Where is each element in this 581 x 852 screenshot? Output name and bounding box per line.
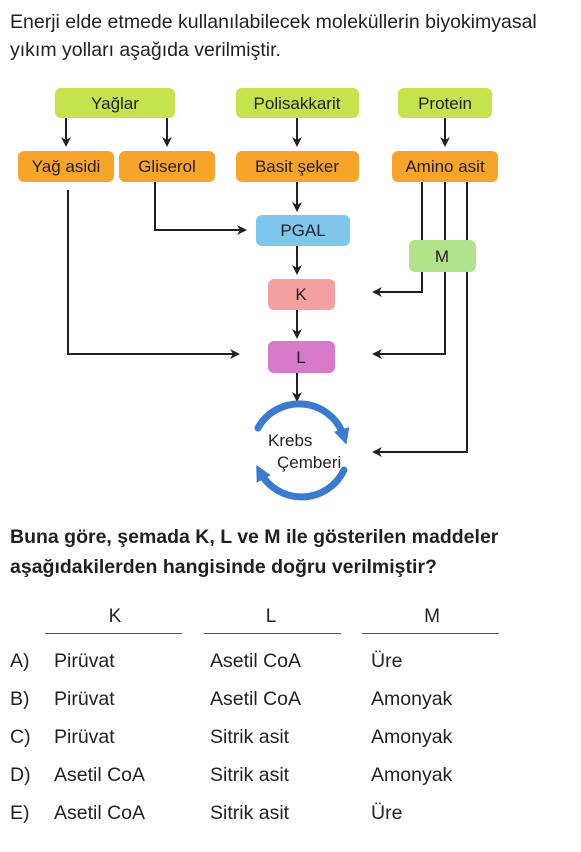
node-pgal: PGAL	[256, 215, 350, 246]
svg-text:M: M	[435, 247, 449, 266]
node-k: K	[268, 279, 335, 310]
cycle-arrow-top	[254, 400, 350, 445]
arrow-yagasidi-l	[67, 190, 240, 359]
arrow-m-l	[372, 272, 446, 359]
column-header-k: K	[108, 606, 122, 627]
option-letter: E)	[10, 802, 30, 824]
option-letter: A)	[10, 650, 30, 672]
option-d[interactable]: D) Asetil CoA Sitrik asit Amonyak	[10, 756, 570, 794]
node-basit-seker: Basit şeker	[236, 151, 359, 182]
question-text: Buna göre, şemada K, L ve M ile gösteril…	[10, 526, 499, 578]
option-k-value: Pirüvat	[54, 726, 115, 748]
option-b[interactable]: B) Pirüvat Asetil CoA Amonyak	[10, 680, 570, 718]
option-m-value: Amonyak	[371, 688, 453, 710]
option-l-value: Asetil CoA	[210, 688, 302, 710]
arrow-aminoasit-k	[372, 182, 423, 297]
option-letter: D)	[10, 764, 31, 786]
svg-text:Protein: Protein	[418, 94, 472, 113]
node-yaglar: Yağlar	[55, 88, 175, 118]
svg-text:PGAL: PGAL	[280, 221, 325, 240]
node-gliserol: Gliserol	[119, 151, 215, 182]
svg-text:L: L	[296, 348, 305, 367]
option-e[interactable]: E) Asetil CoA Sitrik asit Üre	[10, 794, 570, 832]
option-letter: B)	[10, 688, 30, 710]
cycle-arrow-bottom	[256, 464, 348, 501]
option-c[interactable]: C) Pirüvat Sitrik asit Amonyak	[10, 718, 570, 756]
svg-text:Çemberi: Çemberi	[277, 453, 341, 472]
node-yag-asidi: Yağ asidi	[18, 151, 114, 182]
option-letter: C)	[10, 726, 31, 748]
option-m-value: Üre	[371, 650, 403, 672]
option-k-value: Pirüvat	[54, 688, 115, 710]
arrow-gliserol-pgal	[154, 182, 247, 235]
arrow-aminoasit-krebs	[372, 182, 468, 457]
svg-text:K: K	[295, 285, 307, 304]
option-m-value: Amonyak	[371, 764, 453, 786]
option-k-value: Asetil CoA	[54, 802, 146, 824]
column-header-l: L	[265, 606, 277, 627]
node-protein: Protein	[398, 88, 492, 118]
option-a[interactable]: A) Pirüvat Asetil CoA Üre	[10, 642, 570, 680]
option-m-value: Amonyak	[371, 726, 453, 748]
svg-text:Polisakkarit: Polisakkarit	[254, 94, 341, 113]
column-rule-l	[204, 633, 341, 634]
option-l-value: Sitrik asit	[210, 802, 290, 824]
svg-text:Amino asit: Amino asit	[405, 157, 485, 176]
svg-text:Yağlar: Yağlar	[91, 94, 139, 113]
node-amino-asit: Amino asit	[392, 151, 498, 182]
intro-text: Enerji elde etmede kullanılabilecek mole…	[10, 11, 537, 61]
node-m: M	[409, 240, 476, 272]
column-rule-k	[45, 633, 182, 634]
svg-text:Gliserol: Gliserol	[138, 157, 196, 176]
option-l-value: Asetil CoA	[210, 650, 302, 672]
svg-text:Basit şeker: Basit şeker	[255, 157, 339, 176]
column-rule-m	[362, 633, 499, 634]
node-l: L	[268, 341, 335, 373]
svg-text:Krebs: Krebs	[268, 431, 312, 450]
svg-text:Yağ asidi: Yağ asidi	[32, 157, 101, 176]
krebs-cycle: Krebs Çemberi	[254, 400, 350, 501]
option-k-value: Asetil CoA	[54, 764, 146, 786]
option-k-value: Pirüvat	[54, 650, 115, 672]
option-l-value: Sitrik asit	[210, 764, 290, 786]
metabolism-diagram: Yağlar Polisakkarit Protein Yağ asidi Gl…	[18, 88, 498, 501]
option-l-value: Sitrik asit	[210, 726, 290, 748]
column-header-m: M	[424, 606, 440, 627]
node-polisakkarit: Polisakkarit	[236, 88, 359, 118]
option-m-value: Üre	[371, 802, 403, 824]
